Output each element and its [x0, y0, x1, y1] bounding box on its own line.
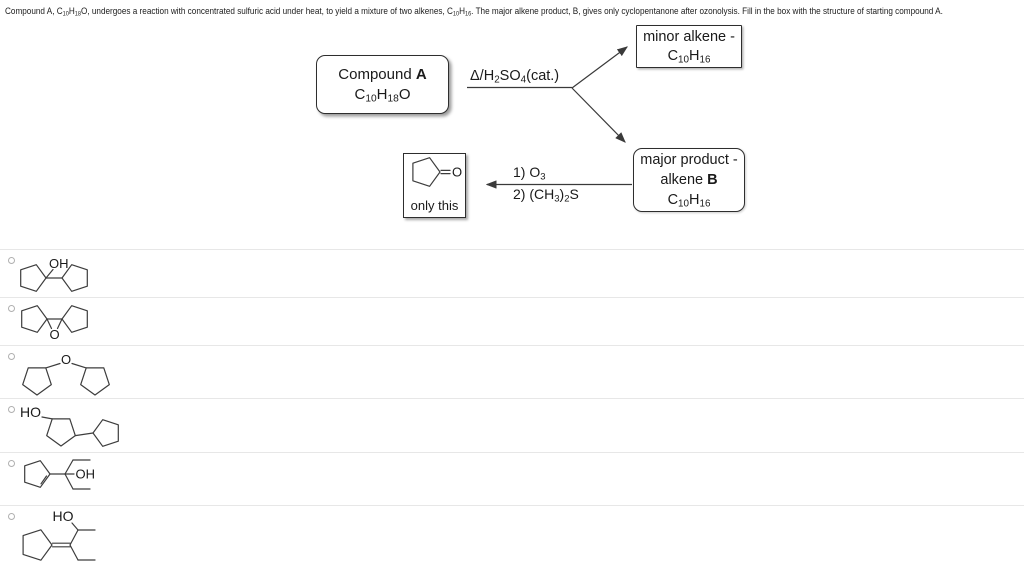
question-text: Compound A, C10H18O, undergoes a reactio…: [5, 6, 943, 18]
ozonolysis-step2: 2) (CH3)2S: [513, 186, 579, 205]
answer-option-4[interactable]: HO: [0, 398, 1024, 452]
compound-a-formula: C10H18O: [354, 86, 411, 105]
minor-alkene-box: minor alkene - C10H16: [636, 25, 742, 68]
option-5-radio[interactable]: [8, 460, 15, 467]
hydroxyl-label: HO: [53, 509, 74, 524]
structure-bicyclopentylidene-epoxide: O: [21, 305, 88, 342]
branch-arrow-minor: [571, 46, 628, 89]
option-2-radio[interactable]: [8, 305, 15, 312]
compound-a-title: Compound A: [338, 66, 427, 83]
structure-dicyclopentyl-ether: O: [22, 352, 110, 396]
structure-1-cyclopentylcyclopentan-1-ol: OH: [20, 256, 88, 292]
major-product-subtitle: alkene B: [660, 172, 718, 188]
answer-option-2[interactable]: O: [0, 297, 1024, 345]
answer-option-5[interactable]: OH: [0, 452, 1024, 505]
structure-2-cyclopentylcyclopentan-1-ol: HO: [20, 404, 119, 447]
compound-a-box: Compound A C10H18O: [316, 55, 449, 114]
option-1-radio[interactable]: [8, 257, 15, 264]
epoxide-oxygen-label: O: [49, 327, 59, 342]
ether-oxygen-label: O: [61, 352, 71, 367]
structure-3-cyclopent-1-enyl-pentan-3-ol: OH: [24, 459, 96, 490]
ketone-oxygen-label: O: [452, 165, 462, 180]
option-4-radio[interactable]: [8, 406, 15, 413]
answer-option-1[interactable]: OH: [0, 249, 1024, 297]
major-product-box: major product - alkene B C10H16: [633, 148, 745, 212]
reaction-conditions-label: Δ/H2SO4(cat.): [470, 68, 560, 86]
answer-option-6[interactable]: HO: [0, 505, 1024, 571]
option-6-radio[interactable]: [8, 513, 15, 520]
minor-alkene-title: minor alkene -: [643, 29, 735, 45]
answer-options: OH O O HO: [0, 249, 1024, 571]
answer-option-3[interactable]: O: [0, 345, 1024, 398]
hydroxyl-label: OH: [49, 256, 69, 271]
major-product-title: major product -: [640, 152, 738, 168]
option-3-radio[interactable]: [8, 353, 15, 360]
product-caption: only this: [410, 198, 459, 213]
hydroxyl-label: OH: [76, 467, 96, 482]
cyclopentanone-ring: [412, 157, 441, 187]
reaction-arrows: [467, 46, 632, 189]
minor-alkene-formula: C10H16: [667, 48, 711, 66]
hydroxyl-label: HO: [20, 404, 41, 420]
branch-arrow-major: [571, 87, 626, 143]
ozonolysis-product-box: O only this: [403, 153, 466, 218]
ozonolysis-step1: 1) O3: [513, 164, 546, 183]
cyclopentanone-structure: O: [412, 157, 462, 187]
structure-3-cyclopentylidenepentan-2-ol: HO: [22, 509, 96, 561]
major-product-formula: C10H16: [667, 192, 711, 210]
